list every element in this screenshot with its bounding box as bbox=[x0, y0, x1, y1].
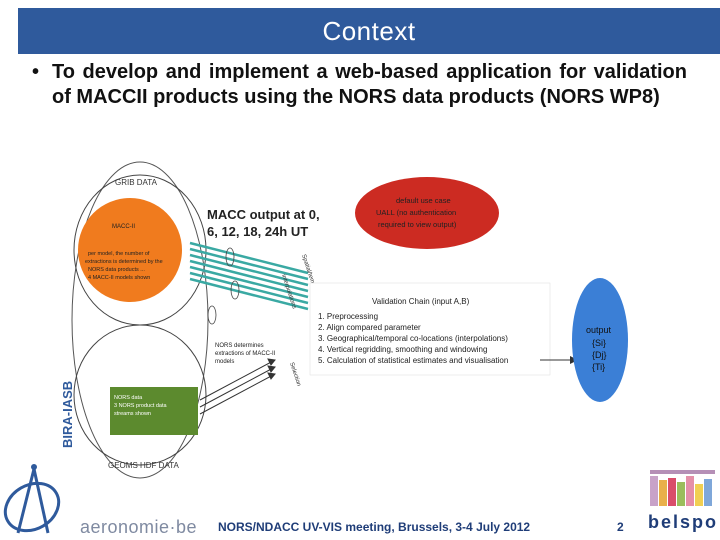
bullet-text: To develop and implement a web-based app… bbox=[52, 61, 687, 108]
macc-output-line-2: 6, 12, 18, 24h UT bbox=[207, 224, 309, 239]
geoms-ellipse bbox=[73, 324, 207, 466]
chain-step-4: 4. Vertical regridding, smoothing and wi… bbox=[318, 345, 487, 354]
grib-data-label: GRIB DATA bbox=[115, 178, 158, 187]
validation-diagram: GRIB DATA MACC-II per model, the number … bbox=[71, 161, 628, 479]
macc-note-1: per model, the number of bbox=[88, 251, 150, 257]
bira-logo-icon bbox=[3, 464, 61, 534]
chain-step-3: 3. Geographical/temporal co-locations (i… bbox=[318, 334, 508, 343]
nors-determines-2: extractions of MACC-II bbox=[215, 351, 276, 357]
nors-data-2: 3 NORS product data bbox=[114, 403, 168, 409]
nors-determines-1: NORS determines bbox=[215, 343, 264, 349]
belspo-logo-text: belspo bbox=[648, 512, 719, 532]
maccii-label: MACC-II bbox=[112, 224, 135, 230]
default-use-case-3: required to view output) bbox=[378, 220, 457, 229]
nors-data-box bbox=[110, 387, 198, 435]
output-title: output bbox=[586, 325, 612, 335]
output-ellipse bbox=[572, 278, 628, 402]
macc-output-label: MACC output at 0, 6, 12, 18, 24h UT bbox=[207, 206, 357, 240]
page-number: 2 bbox=[617, 520, 624, 534]
macc-note-2: extractions is determined by the bbox=[85, 259, 163, 265]
data-sources-ellipse bbox=[71, 161, 209, 479]
chain-step-2: 2. Align compared parameter bbox=[318, 323, 421, 332]
chain-step-1: 1. Preprocessing bbox=[318, 312, 378, 321]
geoms-hdf-label: GEOMS HDF DATA bbox=[108, 461, 179, 470]
arrow-markers bbox=[207, 247, 240, 325]
bullet-point: • To develop and implement a web-based a… bbox=[32, 60, 687, 110]
macc-note-4: 4 MACC-II models shown bbox=[88, 275, 150, 281]
default-use-case-ellipse bbox=[355, 177, 499, 249]
footer-meeting-text: NORS/NDACC UV-VIS meeting, Brussels, 3-4… bbox=[218, 520, 531, 534]
aeronomie-logo-text: aeronomie·be bbox=[80, 517, 198, 537]
nors-data-1: NORS data bbox=[114, 395, 143, 401]
rot-label-3: Selection bbox=[288, 362, 301, 387]
nors-data-3: streams shown bbox=[114, 411, 151, 417]
chain-title: Validation Chain (input A,B) bbox=[372, 297, 470, 306]
bullet-dot-icon: • bbox=[32, 61, 40, 83]
default-use-case-1: default use case bbox=[396, 196, 451, 205]
belspo-logo-icon bbox=[650, 470, 715, 506]
output-item-1: {Si} bbox=[592, 338, 606, 348]
validation-chain-box bbox=[309, 282, 551, 376]
bira-iasb-text: BIRA-IASB bbox=[60, 380, 75, 448]
slide-title: Context bbox=[322, 15, 416, 46]
output-item-2: {Dj} bbox=[592, 350, 607, 360]
macc-circle bbox=[78, 198, 182, 302]
macc-output-line-1: MACC output at 0, bbox=[207, 207, 320, 222]
output-item-3: {Ti} bbox=[592, 362, 605, 372]
nors-determines-3: models bbox=[215, 359, 234, 365]
chain-step-5: 5. Calculation of statistical estimates … bbox=[318, 356, 508, 365]
slide-title-bar: Context bbox=[18, 8, 720, 54]
macc-note-3: NORS data products ... bbox=[88, 267, 145, 273]
nors-arrows bbox=[199, 358, 276, 415]
macc-arrows bbox=[189, 241, 309, 311]
default-use-case-2: UALL (no authentication bbox=[376, 208, 456, 217]
